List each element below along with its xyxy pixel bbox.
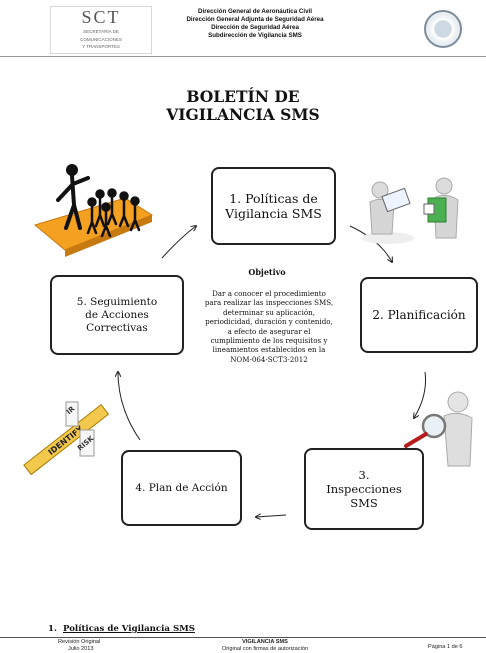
step-1-label-line-2: Vigilancia SMS <box>225 206 322 221</box>
arrow-4-to-5 <box>118 372 141 441</box>
step-1-label-line-1: 1. Políticas de <box>229 191 318 206</box>
footer-revision-date: Julio 2013 <box>68 645 94 652</box>
step-4-box: 4. Plan de Acción <box>121 450 242 526</box>
step-5-label-line-1: 5. Seguimiento <box>76 295 158 308</box>
people-with-documents-illustration <box>362 177 459 244</box>
identify-risk-blocks-illustration: IDENTIFY IR RISK <box>23 401 110 476</box>
objective-line: Dar a conocer el procedimiento <box>212 289 326 298</box>
footer-document-title: VIGILANCIA SMS <box>242 639 288 645</box>
word-ir-text: IR <box>65 404 77 416</box>
header-line-1: Dirección General de Aeronáutica Civil <box>198 8 312 15</box>
objective-text: Dar a conocer el procedimiento para real… <box>189 289 349 364</box>
step-4-label: 4. Plan de Acción <box>135 482 228 494</box>
objective-line: lineamientos establecidos en la <box>212 345 326 355</box>
step-3-label-line-3: SMS <box>350 496 378 510</box>
sct-logo-text: SCT <box>81 7 121 27</box>
step-2-label: 2. Planificación <box>372 308 466 322</box>
footer-document: VIGILANCIA SMS Original con firmas de au… <box>205 639 325 652</box>
header-line-2: Dirección General Adjunta de Seguridad A… <box>186 16 324 23</box>
word-identify-text: IDENTIFY <box>47 424 85 457</box>
leader-figures-illustration <box>33 164 154 257</box>
magnifier-figure-illustration <box>404 391 473 467</box>
objective-line: a efecto de asegurar el <box>227 326 311 336</box>
header-line-3: Dirección de Seguridad Aérea <box>211 24 299 31</box>
section-title: Políticas de Vigilancia SMS <box>62 624 195 634</box>
step-5-label-line-3: Correctivas <box>86 321 148 334</box>
footer-page-number: Página 1 de 6 <box>428 644 463 650</box>
objective-line: periodicidad, duración y contenido, <box>205 317 333 327</box>
bulletin-title-line-2: VIGILANCIA SMS <box>166 105 320 124</box>
objective-line: para realizar las inspecciones SMS, <box>204 298 334 308</box>
objective-title: Objetivo <box>248 267 286 277</box>
section-heading: 1. Políticas de Vigilancia SMS <box>48 624 195 634</box>
step-2-box: 2. Planificación <box>360 277 478 353</box>
objective-line: determinar su aplicación, <box>223 307 315 317</box>
sct-logo-caption-2: COMUNICACIONES <box>80 36 122 42</box>
dgac-seal-icon <box>424 10 462 48</box>
step-3-label-line-2: Inspecciones <box>326 482 402 496</box>
footer-document-note: Original con firmas de autorización <box>221 645 309 652</box>
objective-line: cumplimiento de los requisitos y <box>210 336 328 346</box>
header-line-4: Subdirección de Vigilancia SMS <box>208 32 302 39</box>
objective-line: NOM-064-SCT3-2012 <box>230 354 308 364</box>
sct-logo-caption-1: SECRETARÍA DE <box>83 29 119 34</box>
step-5-box: 5. Seguimiento de Acciones Correctivas <box>50 275 184 355</box>
header-text: Dirección General de Aeronáutica Civil D… <box>165 8 345 40</box>
sct-logo-caption-3: Y TRANSPORTES <box>82 44 120 49</box>
footer-revision-label: Revisión Original <box>58 639 101 645</box>
section-number: 1. <box>48 624 57 634</box>
header-divider <box>0 56 486 57</box>
step-1-box: 1. Políticas de Vigilancia SMS <box>211 167 336 245</box>
bulletin-title-line-1: BOLETÍN DE <box>186 87 300 106</box>
step-3-label-line-1: 3. <box>358 468 370 482</box>
footer-revision: Revisión Original Julio 2013 <box>58 639 100 652</box>
bulletin-title: BOLETÍN DE VIGILANCIA SMS <box>143 88 343 124</box>
footer-divider <box>0 637 486 638</box>
sct-logo: SCT SECRETARÍA DE COMUNICACIONES Y TRANS… <box>50 6 152 54</box>
arrow-5-to-1 <box>161 226 196 259</box>
step-3-box: 3. Inspecciones SMS <box>304 448 424 530</box>
step-5-label-line-2: de Acciones <box>85 308 149 321</box>
arrow-2-to-3 <box>414 371 426 418</box>
arrow-3-to-4 <box>256 515 287 517</box>
